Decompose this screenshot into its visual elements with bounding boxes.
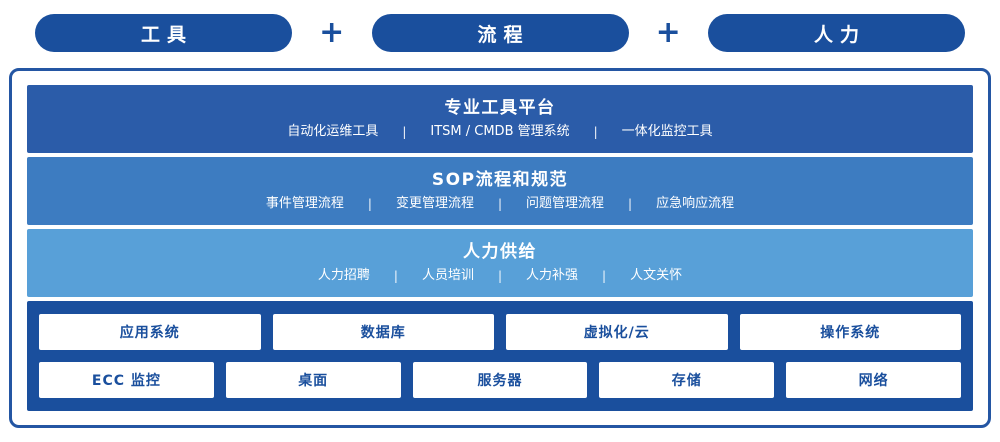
- band-title-tool-platform: 专业工具平台: [444, 98, 556, 118]
- band-item: 人力补强: [526, 268, 579, 283]
- box-virtualization-cloud: 虚拟化/云: [506, 314, 728, 350]
- pill-tools: 工具: [35, 14, 292, 52]
- band-item: 人员培训: [421, 268, 474, 283]
- band-item: 事件管理流程: [265, 196, 344, 211]
- band-sop-process: SOP流程和规范 事件管理流程 | 变更管理流程 | 问题管理流程 | 应急响应…: [27, 157, 973, 225]
- main-container: 专业工具平台 自动化运维工具 | ITSM / CMDB 管理系统 | 一体化监…: [9, 68, 991, 428]
- item-separator: |: [402, 124, 407, 139]
- infrastructure-row-1: 应用系统 数据库 虚拟化/云 操作系统: [39, 314, 961, 350]
- item-separator: |: [367, 196, 372, 211]
- infrastructure-section: 应用系统 数据库 虚拟化/云 操作系统 ECC 监控 桌面 服务器 存储 网络: [27, 301, 973, 411]
- band-item: 变更管理流程: [395, 196, 474, 211]
- box-ecc-monitoring: ECC 监控: [39, 362, 214, 398]
- plus-icon: +: [655, 15, 681, 50]
- box-operating-system: 操作系统: [739, 314, 961, 350]
- box-network: 网络: [786, 362, 961, 398]
- item-separator: |: [497, 268, 503, 283]
- band-title-sop-process: SOP流程和规范: [431, 170, 569, 190]
- item-separator: |: [593, 124, 598, 139]
- band-items-tool-platform: 自动化运维工具 | ITSM / CMDB 管理系统 | 一体化监控工具: [287, 125, 712, 138]
- item-separator: |: [497, 196, 503, 211]
- band-item: 人文关怀: [630, 268, 683, 283]
- band-tool-platform: 专业工具平台 自动化运维工具 | ITSM / CMDB 管理系统 | 一体化监…: [27, 85, 973, 153]
- box-storage: 存储: [599, 362, 775, 398]
- band-items-sop-process: 事件管理流程 | 变更管理流程 | 问题管理流程 | 应急响应流程: [266, 197, 734, 210]
- pill-process: 流程: [371, 14, 629, 52]
- band-item: 一体化监控工具: [621, 124, 713, 139]
- item-separator: |: [628, 196, 633, 211]
- pill-manpower: 人力: [708, 14, 965, 52]
- item-separator: |: [393, 268, 398, 283]
- plus-icon: +: [319, 15, 345, 50]
- box-server: 服务器: [412, 362, 588, 398]
- infrastructure-row-2: ECC 监控 桌面 服务器 存储 网络: [39, 362, 961, 398]
- band-item: 人力招聘: [317, 268, 370, 283]
- item-separator: |: [602, 268, 607, 283]
- band-title-manpower-supply: 人力供给: [463, 242, 537, 262]
- box-desktop: 桌面: [225, 362, 401, 398]
- band-manpower-supply: 人力供给 人力招聘 | 人员培训 | 人力补强 | 人文关怀: [27, 229, 973, 297]
- header-pills-row: 工具 + 流程 + 人力: [0, 13, 1000, 53]
- band-item: ITSM / CMDB 管理系统: [430, 124, 570, 139]
- band-item: 应急响应流程: [656, 196, 735, 211]
- band-item: 问题管理流程: [526, 196, 605, 211]
- box-database: 数据库: [272, 314, 494, 350]
- band-items-manpower-supply: 人力招聘 | 人员培训 | 人力补强 | 人文关怀: [318, 269, 682, 282]
- band-item: 自动化运维工具: [287, 124, 379, 139]
- box-application-system: 应用系统: [39, 314, 261, 350]
